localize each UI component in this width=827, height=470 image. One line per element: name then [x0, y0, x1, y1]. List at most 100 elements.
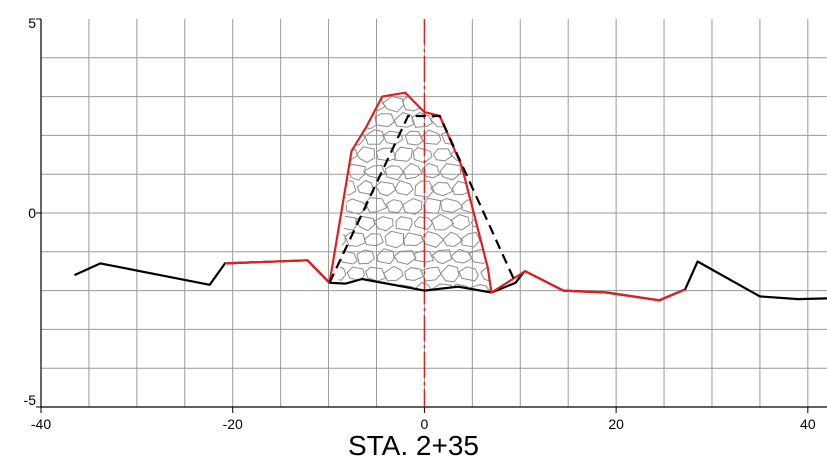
riprap-stone [338, 92, 358, 94]
riprap-stone [403, 232, 425, 247]
riprap-stone [404, 267, 425, 282]
riprap-stone [470, 112, 491, 127]
riprap-stone [362, 164, 386, 179]
riprap-stone [354, 283, 377, 293]
riprap-stone [460, 231, 481, 248]
design-template-line [328, 114, 517, 284]
riprap-stone [356, 249, 375, 265]
riprap-stone [393, 112, 415, 128]
riprap-stone [432, 148, 453, 162]
riprap-stone [338, 265, 347, 281]
riprap-stone [488, 146, 492, 163]
riprap-stone [345, 198, 368, 215]
riprap-stone [442, 96, 462, 113]
riprap-stone [471, 92, 492, 95]
riprap-stone [317, 182, 337, 196]
riprap-stone [486, 179, 492, 198]
riprap-stone [338, 147, 358, 162]
riprap-stone [338, 215, 357, 231]
riprap-stone [356, 179, 375, 195]
riprap-stone [470, 147, 492, 163]
riprap-stone [458, 266, 479, 282]
x-tick-label: 40 [800, 416, 816, 432]
riprap-stone [458, 95, 480, 111]
riprap-stone [338, 162, 350, 181]
riprap-stone [487, 114, 492, 131]
riprap-stone [365, 266, 387, 282]
riprap-stone [373, 216, 394, 232]
y-tick-label: 5 [28, 15, 36, 31]
riprap-stone [393, 250, 417, 265]
riprap-stone [414, 250, 435, 263]
riprap-stone [479, 96, 492, 112]
riprap-stone [364, 129, 386, 145]
x-tick-label: -20 [223, 416, 243, 432]
x-tick-label: 0 [421, 416, 429, 432]
riprap-stone [363, 233, 384, 247]
riprap-stone [402, 197, 423, 215]
riprap-stone [338, 92, 339, 94]
riprap-stone [451, 92, 472, 96]
x-tick-label: -40 [31, 416, 51, 432]
riprap-stone [490, 92, 492, 95]
riprap-stone [384, 230, 404, 249]
riprap-stone [319, 146, 336, 163]
riprap-stone [423, 197, 442, 214]
riprap-stone [374, 113, 396, 128]
riprap-stone [338, 250, 358, 265]
riprap-stone [395, 216, 413, 231]
riprap-stone [375, 181, 397, 197]
riprap-stone [338, 179, 357, 196]
riprap-stone [430, 213, 455, 231]
riprap-stone [338, 96, 346, 112]
riprap-stone [479, 163, 492, 181]
riprap-stone [385, 199, 404, 214]
riprap-stone [442, 231, 464, 248]
riprap-stone [439, 163, 462, 181]
riprap-stone [439, 197, 464, 213]
y-tick-label: -5 [24, 392, 37, 408]
axes [36, 18, 827, 413]
riprap-stone [376, 248, 395, 265]
riprap-stone [420, 129, 442, 145]
riprap-stone [489, 215, 492, 233]
riprap-stone [393, 146, 413, 162]
riprap-stone [347, 163, 366, 181]
riprap-stone [403, 162, 423, 180]
riprap-stone [411, 112, 433, 128]
riprap-stone [404, 130, 424, 146]
riprap-stone [394, 179, 414, 196]
riprap-stone [431, 92, 454, 97]
grid [41, 19, 827, 407]
riprap-stone [431, 249, 453, 265]
riprap-stone [344, 231, 367, 247]
riprap-stone [383, 265, 404, 282]
section-lines [74, 19, 827, 407]
riprap-stone [364, 197, 388, 213]
x-tick-label: 20 [608, 416, 624, 432]
existing-ground-line [74, 259, 827, 302]
riprap-stone [356, 146, 375, 164]
riprap-stone [412, 146, 433, 164]
riprap-stone [413, 92, 433, 95]
riprap-stone [338, 131, 347, 147]
riprap-stone [413, 216, 434, 231]
riprap-stone [356, 92, 377, 94]
riprap-stone [338, 112, 359, 128]
riprap-stone [344, 95, 365, 111]
riprap-stone [452, 112, 471, 128]
riprap-stone [450, 248, 473, 264]
riprap-stone [421, 162, 441, 179]
riprap-stone [469, 284, 492, 293]
riprap-stone [319, 217, 337, 230]
riprap-stone [420, 266, 442, 282]
riprap-stone [421, 231, 445, 248]
riprap-stone [477, 130, 492, 146]
riprap-stone [439, 264, 460, 283]
station-title: STA. 2+35 [347, 430, 479, 461]
riprap-stone [414, 180, 435, 198]
riprap-stone [429, 181, 454, 197]
riprap-stone [381, 95, 405, 113]
